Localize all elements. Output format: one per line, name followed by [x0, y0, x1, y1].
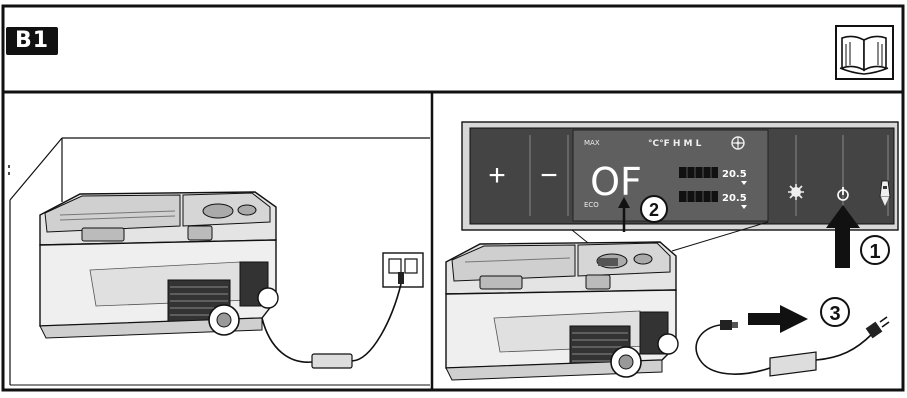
wall-outlet: [383, 253, 423, 287]
step3-arrow: [748, 305, 808, 333]
section-label: B1: [6, 27, 58, 55]
zone2-temperature: 20.5: [722, 193, 747, 204]
step1-number: 1: [869, 241, 880, 263]
step2-number: 2: [649, 200, 659, 220]
max-indicator: MAX: [584, 139, 600, 147]
cooler-left: [40, 192, 278, 338]
zone1-level-bar: [679, 167, 718, 178]
settings-icon[interactable]: [788, 184, 804, 200]
minus-button[interactable]: −: [540, 159, 558, 192]
zone1-temperature: 20.5: [722, 169, 747, 180]
zone2-level-bar: [679, 191, 718, 202]
step3-number: 3: [829, 303, 840, 325]
open-book-icon: [836, 26, 893, 79]
cooler-right: [446, 242, 678, 380]
unit-speed-indicators: °C°F H M L: [648, 139, 702, 149]
plus-button[interactable]: +: [488, 159, 506, 192]
power-cable-left: [262, 284, 401, 368]
fan-icon: [732, 137, 744, 149]
lcd-main-display: OF: [590, 160, 642, 204]
